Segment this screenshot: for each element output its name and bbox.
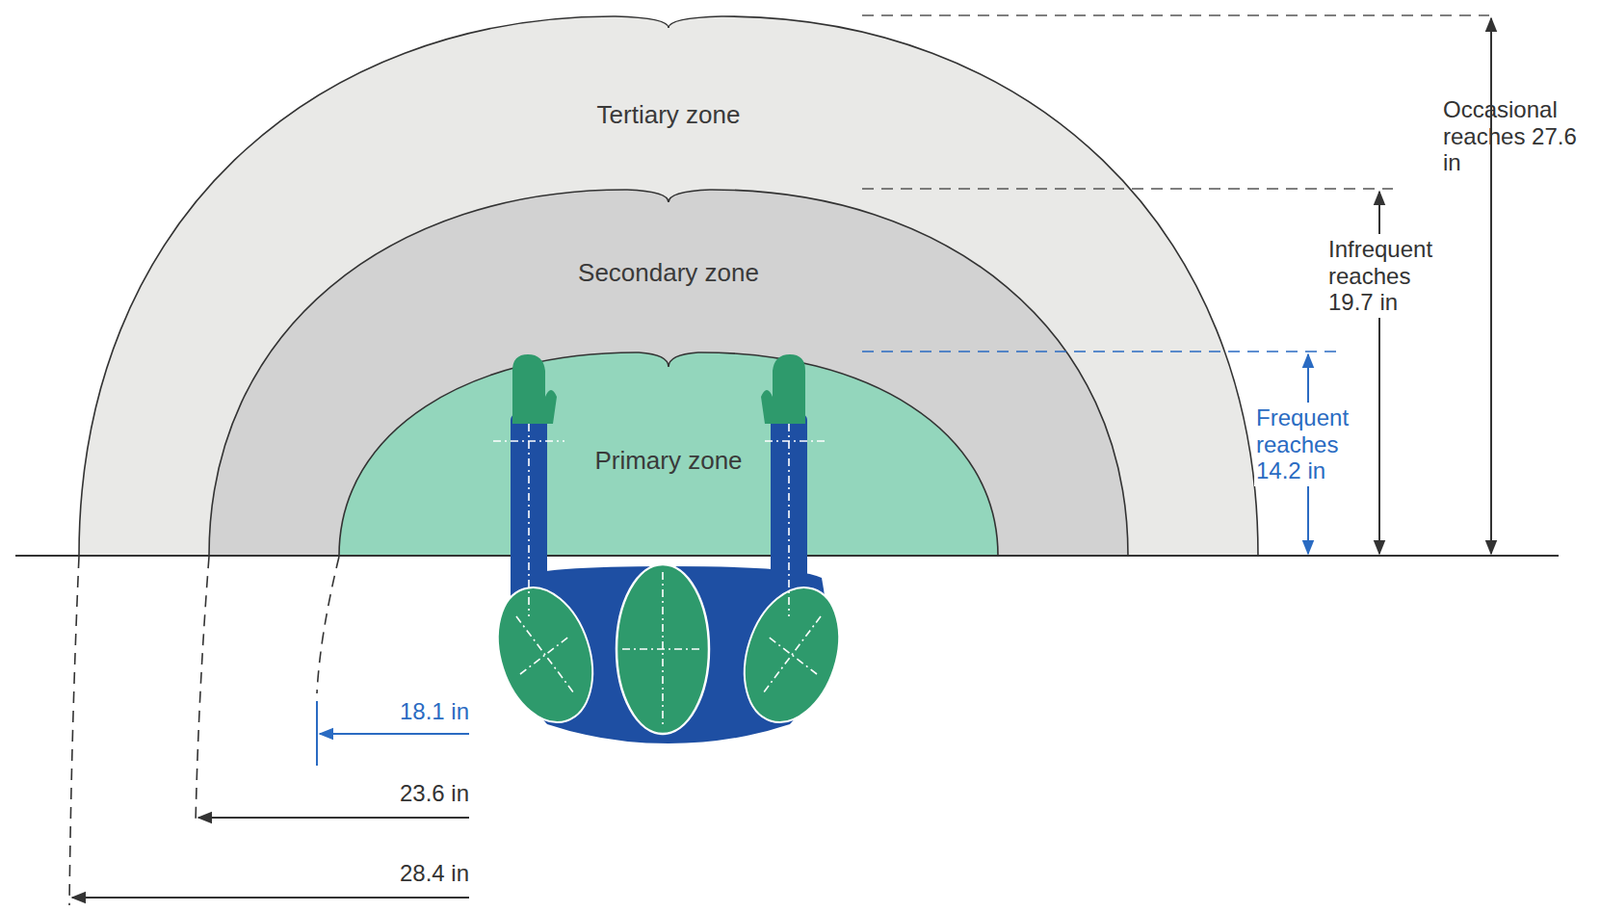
dimension-label: 28.4 in [399,860,470,888]
tertiary-zone: Tertiary zoneSecondary zonePrimary zone [78,15,1259,556]
zone-label: Primary zone [594,445,742,476]
zone-label: Secondary zone [577,258,760,289]
reach-label: Frequent reaches 14.2 in [1254,402,1370,487]
reach-label: Infrequent reaches 19.7 in [1326,234,1456,318]
zone-shape [209,188,1128,556]
reach-label: Occasional reaches 27.6 in [1442,96,1578,177]
seated-person [481,354,856,744]
zone-label: Tertiary zone [597,100,741,131]
primary-zone: Primary zone [339,351,998,556]
dimension-label: 23.6 in [399,780,470,808]
secondary-zone: Secondary zonePrimary zone [209,188,1128,556]
dimension-label: 18.1 in [399,698,470,726]
